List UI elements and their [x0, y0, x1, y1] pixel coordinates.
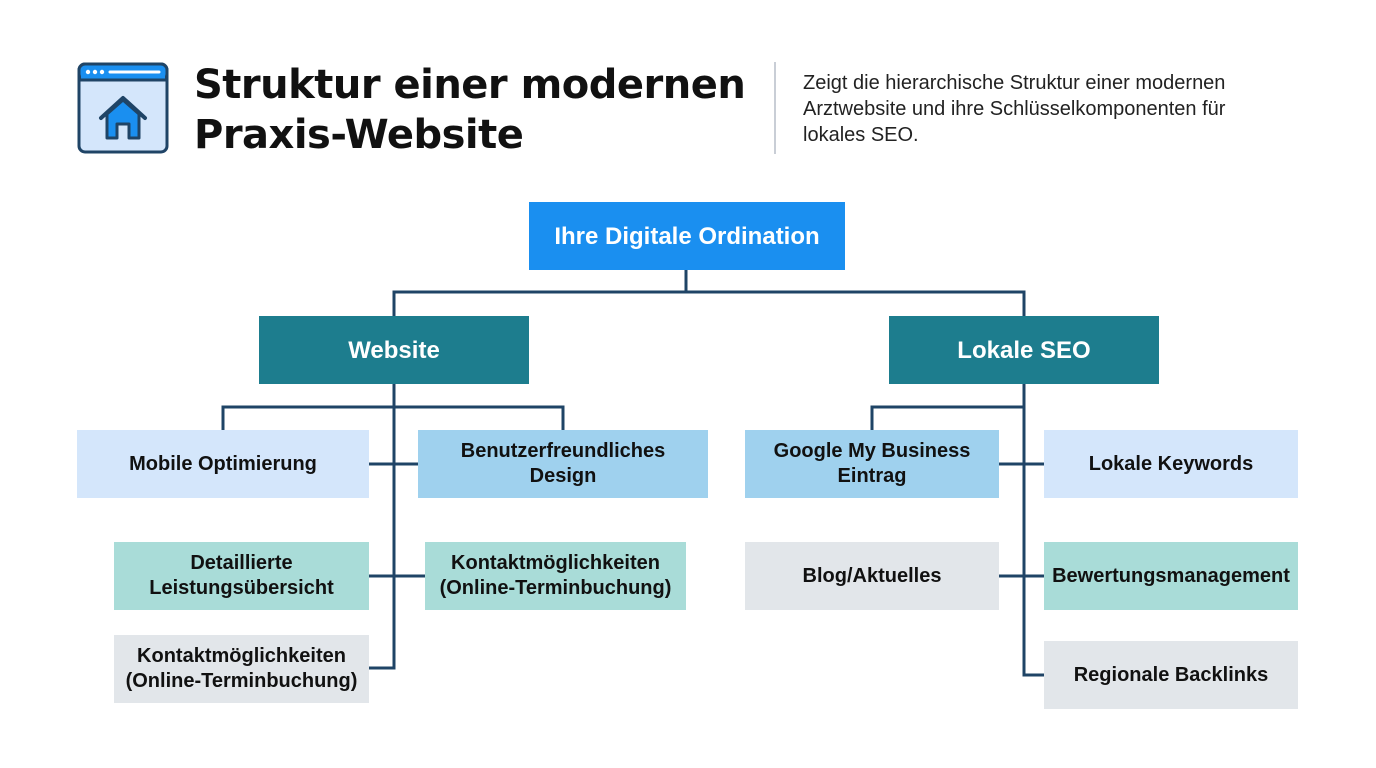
node-kontaktmoeglichkeiten-1: Kontaktmöglichkeiten (Online-Terminbuchu… — [425, 542, 686, 610]
node-bewertungsmanagement: Bewertungsmanagement — [1044, 542, 1298, 610]
page-description: Zeigt die hierarchische Struktur einer m… — [803, 72, 1226, 146]
node-regionale-backlinks: Regionale Backlinks — [1044, 641, 1298, 709]
node-lokale-keywords: Lokale Keywords — [1044, 430, 1298, 498]
node-lokale-seo: Lokale SEO — [889, 316, 1159, 384]
header-divider — [774, 62, 776, 154]
page-title: Struktur einer modernen Praxis-Website — [194, 60, 764, 160]
node-mobile-optimierung: Mobile Optimierung — [77, 430, 369, 498]
node-blog-aktuelles: Blog/Aktuelles — [745, 542, 999, 610]
title-line-2: Praxis-Website — [194, 112, 524, 158]
title-line-1: Struktur einer modernen — [194, 62, 746, 108]
node-root: Ihre Digitale Ordination — [529, 202, 845, 270]
node-kontaktmoeglichkeiten-2: Kontaktmöglichkeiten (Online-Terminbuchu… — [114, 635, 369, 703]
node-website: Website — [259, 316, 529, 384]
node-leistungsuebersicht: Detaillierte Leistungsübersicht — [114, 542, 369, 610]
node-google-my-business: Google My Business Eintrag — [745, 430, 999, 498]
website-home-icon — [77, 62, 169, 154]
node-benutzerfreundliches-design: Benutzerfreundliches Design — [418, 430, 708, 498]
